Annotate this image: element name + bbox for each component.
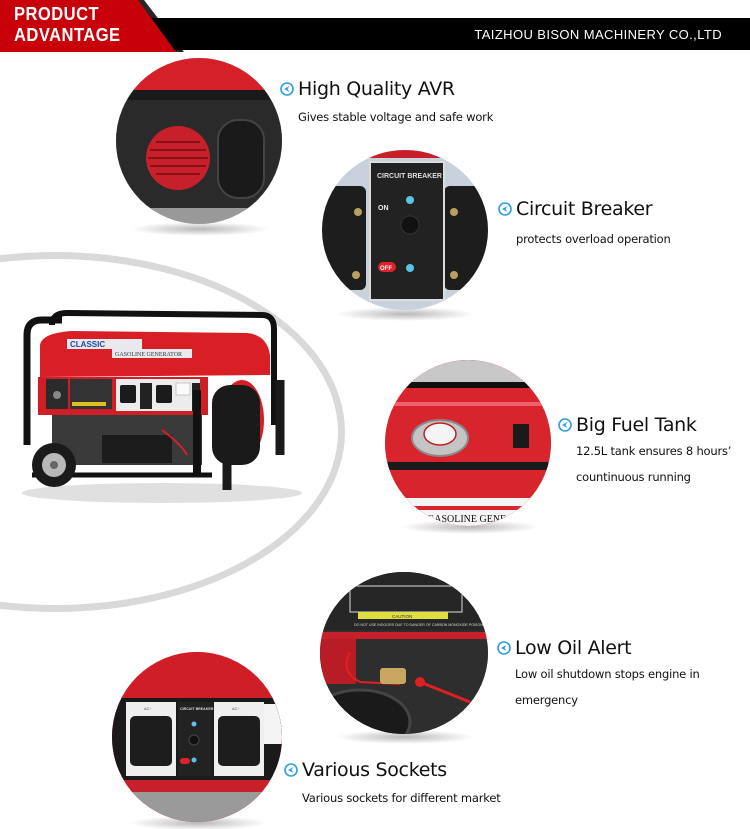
feature-high-quality-avr: High Quality AVR Gives stable voltage an… bbox=[280, 78, 493, 130]
low-oil-photo: CAUTION DO NOT USE INDOORS DUE TO DANGER… bbox=[320, 572, 488, 734]
feature-title: High Quality AVR bbox=[298, 78, 455, 100]
feature-title: Low Oil Alert bbox=[515, 637, 632, 659]
feature-big-fuel-tank: Big Fuel Tank 12.5L tank ensures 8 hours… bbox=[558, 414, 731, 490]
badge-line-2: ADVANTAGE bbox=[14, 25, 121, 45]
svg-text:AC~: AC~ bbox=[232, 706, 241, 711]
feature-title: Circuit Breaker bbox=[516, 198, 653, 220]
svg-text:DO NOT USE INDOORS DUE TO DANG: DO NOT USE INDOORS DUE TO DANGER OF CARB… bbox=[354, 623, 488, 627]
feature-various-sockets: Various Sockets Various sockets for diff… bbox=[284, 759, 501, 811]
generator-image: CLASSIC GASOLINE GENERATOR bbox=[22, 309, 302, 503]
back-arrow-icon bbox=[497, 641, 511, 655]
header-bar bbox=[150, 18, 750, 50]
product-advantage-badge: PRODUCT ADVANTAGE bbox=[0, 0, 176, 52]
feature-low-oil-alert: Low Oil Alert Low oil shutdown stops eng… bbox=[497, 637, 700, 713]
svg-text:AC~: AC~ bbox=[144, 706, 153, 711]
svg-text:ON: ON bbox=[378, 205, 389, 212]
svg-text:CLASSIC: CLASSIC bbox=[70, 340, 105, 349]
feature-desc-line: 12.5L tank ensures 8 hours’ bbox=[576, 444, 732, 458]
back-arrow-icon bbox=[280, 82, 294, 96]
feature-desc-line: Gives stable voltage and safe work bbox=[298, 110, 494, 124]
feature-circuit-breaker: Circuit Breaker protects overload operat… bbox=[498, 198, 671, 252]
svg-text:GASOLINE GENERATOR: GASOLINE GENERATOR bbox=[115, 352, 182, 358]
fuel-tank-photo: GASOLINE GENE bbox=[385, 360, 551, 526]
feature-desc-line: Various sockets for different market bbox=[302, 791, 501, 805]
feature-desc-line: protects overload operation bbox=[516, 232, 671, 246]
page-header: PRODUCT ADVANTAGE TAIZHOU BISON MACHINER… bbox=[0, 0, 750, 52]
svg-text:CIRCUIT BREAKER: CIRCUIT BREAKER bbox=[180, 707, 214, 711]
feature-desc-line: countinuous running bbox=[576, 470, 691, 484]
avr-photo bbox=[116, 58, 282, 224]
badge-title: PRODUCT ADVANTAGE bbox=[14, 4, 121, 46]
svg-text:OFF: OFF bbox=[380, 266, 392, 272]
circle-shadow bbox=[400, 520, 540, 534]
sockets-photo: AC~ CIRCUIT BREAKER AC~ bbox=[112, 652, 282, 822]
feature-title: Big Fuel Tank bbox=[576, 414, 697, 436]
badge-line-1: PRODUCT bbox=[14, 4, 100, 24]
back-arrow-icon bbox=[498, 202, 512, 216]
feature-desc-line: Low oil shutdown stops engine in bbox=[515, 667, 700, 681]
svg-text:CIRCUIT BREAKER: CIRCUIT BREAKER bbox=[377, 173, 442, 180]
back-arrow-icon bbox=[284, 763, 298, 777]
circle-shadow bbox=[335, 307, 475, 321]
circle-shadow bbox=[128, 816, 268, 829]
svg-text:GASOLINE GENE: GASOLINE GENE bbox=[427, 514, 506, 525]
circle-shadow bbox=[335, 730, 475, 744]
company-name: TAIZHOU BISON MACHINERY CO.,LTD bbox=[474, 27, 722, 42]
feature-desc-line: emergency bbox=[515, 693, 578, 707]
circle-shadow bbox=[130, 222, 270, 236]
svg-text:CAUTION: CAUTION bbox=[392, 614, 412, 619]
circuit-breaker-photo: CIRCUIT BREAKER ON OFF bbox=[322, 150, 488, 310]
back-arrow-icon bbox=[558, 418, 572, 432]
feature-title: Various Sockets bbox=[302, 759, 447, 781]
